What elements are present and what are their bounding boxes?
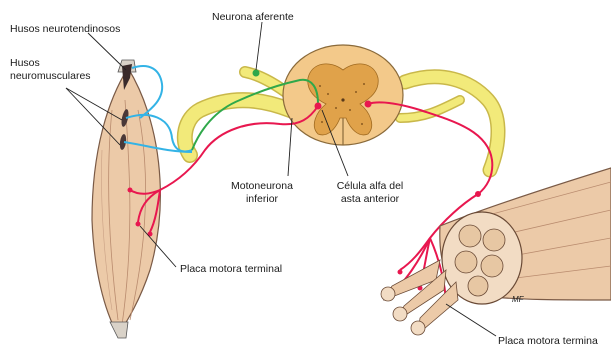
leader-husos-neurotendinosos: [88, 33, 126, 70]
label-motoneurona-line1: Motoneurona: [231, 180, 293, 192]
leader-placa-motora-2: [446, 304, 496, 336]
right-muscle-bundle: MF: [381, 168, 611, 335]
artist-signature: MF: [512, 295, 525, 304]
leader-motoneurona: [288, 118, 292, 176]
label-neurona-aferente: Neurona aferente: [212, 11, 294, 23]
label-husos-neurotendinosos: Husos neurotendinosos: [10, 23, 120, 35]
left-muscle: [92, 60, 160, 338]
label-motoneurona-line2: inferior: [246, 193, 279, 205]
label-celula-alfa-line2: asta anterior: [341, 193, 400, 205]
label-celula-alfa-line1: Célula alfa del: [337, 180, 404, 192]
spinal-cord-section: [283, 45, 403, 145]
label-husos-neuromusculares-line2: neuromusculares: [10, 70, 91, 82]
label-placa-motora-left: Placa motora terminal: [180, 263, 282, 275]
label-placa-motora-right: Placa motora termina: [498, 335, 598, 347]
leader-neurona-aferente: [256, 22, 262, 70]
label-husos-neuromusculares-line1: Husos: [10, 57, 40, 69]
